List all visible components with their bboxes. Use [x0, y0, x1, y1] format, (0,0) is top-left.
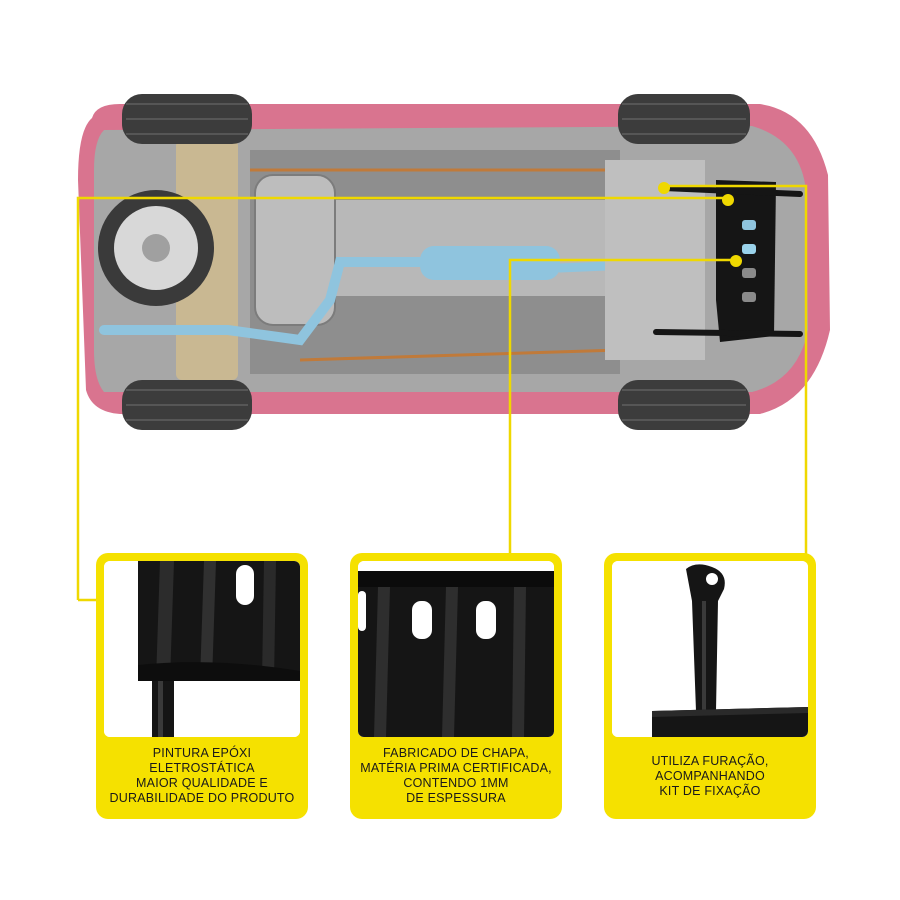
plate-ribs-icon	[104, 561, 300, 737]
feature-photo-material	[358, 561, 554, 737]
caption-line: FABRICADO DE CHAPA,	[383, 746, 529, 760]
caption-line: DURABILIDADE DO PRODUTO	[109, 791, 295, 805]
caption-line: DE ESPESSURA	[406, 791, 506, 805]
feature-caption-material: FABRICADO DE CHAPA, MATÉRIA PRIMA CERTIF…	[354, 739, 558, 813]
caption-line: KIT DE FIXAÇÃO	[659, 783, 761, 798]
caption-line: PINTURA EPÓXI	[152, 746, 252, 760]
engine-guard-plate	[716, 180, 776, 342]
feature-card-paint: PINTURA EPÓXI ELETROSTÁTICA MAIOR QUALID…	[96, 553, 308, 819]
caption-line: MAIOR QUALIDADE E	[136, 776, 268, 790]
guard-bracket-bottom	[653, 329, 803, 337]
feature-caption-paint: PINTURA EPÓXI ELETROSTÁTICA MAIOR QUALID…	[100, 739, 304, 813]
feature-card-material: FABRICADO DE CHAPA, MATÉRIA PRIMA CERTIF…	[350, 553, 562, 819]
bracket-icon	[612, 561, 808, 737]
caption-line: ACOMPANHANDO	[655, 768, 765, 783]
feature-card-mounting: UTILIZA FURAÇÃO, ACOMPANHANDO KIT DE FIX…	[604, 553, 816, 819]
feature-caption-mounting: UTILIZA FURAÇÃO, ACOMPANHANDO KIT DE FIX…	[608, 739, 812, 813]
caption-line: UTILIZA FURAÇÃO,	[651, 753, 769, 768]
caption-line: CONTENDO 1MM	[403, 776, 509, 790]
plate-slots-icon	[358, 561, 554, 737]
muffler	[420, 246, 560, 280]
feature-photo-mounting	[612, 561, 808, 737]
feature-photo-paint	[104, 561, 300, 737]
caption-line: ELETROSTÁTICA	[149, 761, 255, 775]
caption-line: MATÉRIA PRIMA CERTIFICADA,	[360, 761, 552, 775]
